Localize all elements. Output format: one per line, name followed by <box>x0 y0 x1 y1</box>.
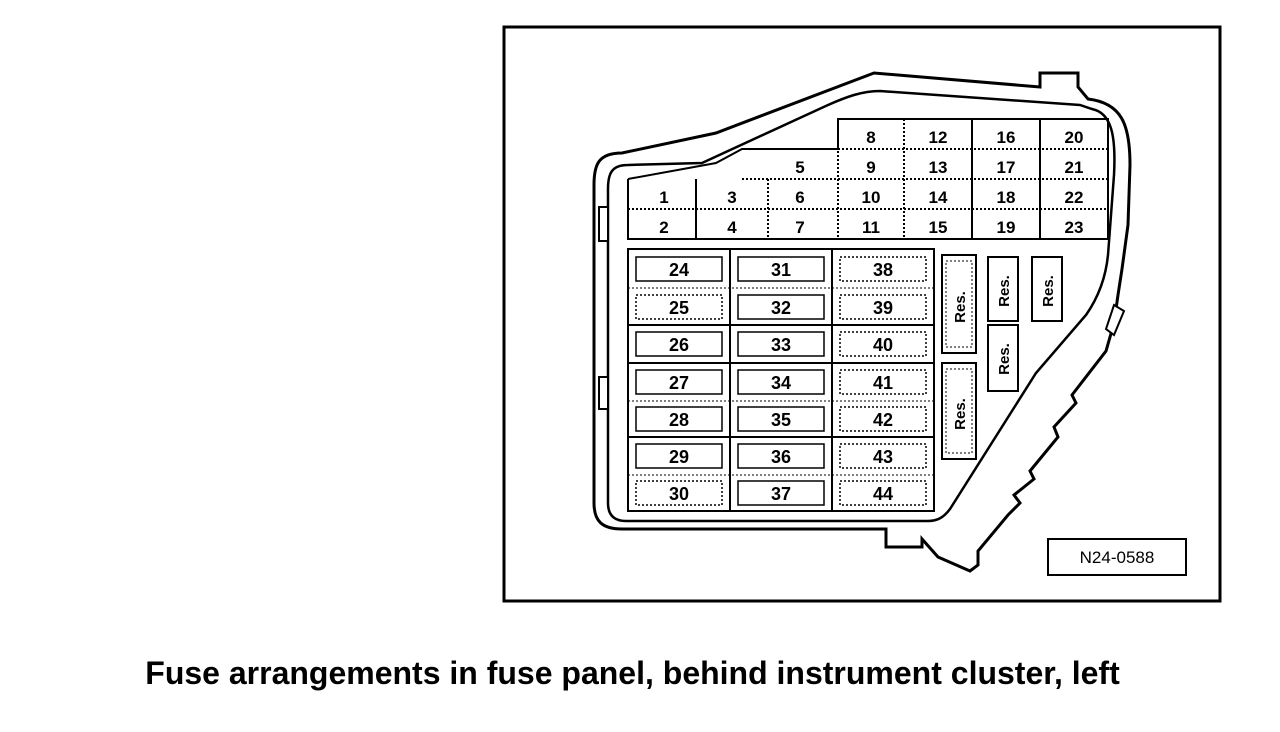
fuse-label: 32 <box>771 298 791 318</box>
top-fuse-block <box>627 118 1109 240</box>
fuse-label: 24 <box>669 260 689 280</box>
fuse-label: 19 <box>997 218 1016 237</box>
fuse-label: 25 <box>669 298 689 318</box>
fuse-label: 12 <box>929 128 948 147</box>
fuse-label: 11 <box>862 218 880 237</box>
fuse-label: 23 <box>1065 218 1084 237</box>
reserve-slots <box>941 254 1063 460</box>
fuse-label: 14 <box>929 188 948 207</box>
reserve-slot <box>987 324 1019 392</box>
fuse-label: 2 <box>659 218 668 237</box>
reserve-label: Res. <box>952 291 969 323</box>
figure-id-box <box>1047 538 1187 576</box>
reserve-slot <box>941 254 977 354</box>
fuse-label: 15 <box>929 218 948 237</box>
fuse-label: 44 <box>873 484 893 504</box>
reserve-slot <box>941 362 977 460</box>
fuse-label: 4 <box>727 218 737 237</box>
fuse-label: 3 <box>727 188 736 207</box>
fuse-label: 29 <box>669 447 689 467</box>
diagram-caption: Fuse arrangements in fuse panel, behind … <box>145 655 1120 691</box>
lower-fuse-block <box>627 248 935 512</box>
fuse-label: 20 <box>1065 128 1084 147</box>
fuse-label: 30 <box>669 484 689 504</box>
reserve-label: Res. <box>1040 275 1057 307</box>
fuse-label: 17 <box>997 158 1016 177</box>
fuse-label: 41 <box>873 373 893 393</box>
fuse-label: 37 <box>771 484 791 504</box>
fuse-slots <box>635 256 927 506</box>
right-clip <box>1104 303 1126 337</box>
fuse-panel-diagram: 1 2 3 4 5 6 7 8 9 10 11 12 13 14 15 16 1… <box>502 25 1222 603</box>
figure-id: N24-0588 <box>1080 548 1155 567</box>
fuse-label: 38 <box>873 260 893 280</box>
fuse-label: 21 <box>1065 158 1084 177</box>
fuse-label: 39 <box>873 298 893 318</box>
reserve-slot <box>987 256 1019 322</box>
fuse-label: 40 <box>873 335 893 355</box>
fuse-label: 7 <box>795 218 804 237</box>
fuse-label: 27 <box>669 373 689 393</box>
fuse-label: 18 <box>997 188 1016 207</box>
reserve-label: Res. <box>952 398 969 430</box>
lower-fuse-numbers: 24 25 26 27 28 29 30 31 32 33 34 35 36 3… <box>669 260 893 504</box>
reserve-slot <box>1031 256 1063 322</box>
fuse-label: 10 <box>862 188 881 207</box>
fuse-label: 31 <box>771 260 791 280</box>
fuse-label: 42 <box>873 410 893 430</box>
fuse-label: 26 <box>669 335 689 355</box>
left-clip-upper <box>598 206 609 242</box>
fuse-label: 5 <box>795 158 804 177</box>
fuse-label: 28 <box>669 410 689 430</box>
reserve-labels: Res. Res. Res. Res. Res. <box>952 275 1057 430</box>
reserve-label: Res. <box>996 275 1013 307</box>
fuse-label: 6 <box>795 188 804 207</box>
fuse-label: 33 <box>771 335 791 355</box>
fuse-label: 34 <box>771 373 791 393</box>
fuse-label: 8 <box>866 128 875 147</box>
fuse-label: 9 <box>866 158 875 177</box>
left-clip-lower <box>598 376 609 410</box>
reserve-label: Res. <box>996 343 1013 375</box>
fuse-label: 16 <box>997 128 1016 147</box>
fuse-label: 43 <box>873 447 893 467</box>
panel-housing-inner <box>606 89 1116 523</box>
top-fuse-numbers: 1 2 3 4 5 6 7 8 9 10 11 12 13 14 15 16 1… <box>659 128 1083 237</box>
fuse-label: 13 <box>929 158 948 177</box>
fuse-label: 36 <box>771 447 791 467</box>
panel-housing-outer <box>592 71 1132 573</box>
fuse-label: 22 <box>1065 188 1084 207</box>
fuse-label: 35 <box>771 410 791 430</box>
fuse-label: 1 <box>659 188 668 207</box>
